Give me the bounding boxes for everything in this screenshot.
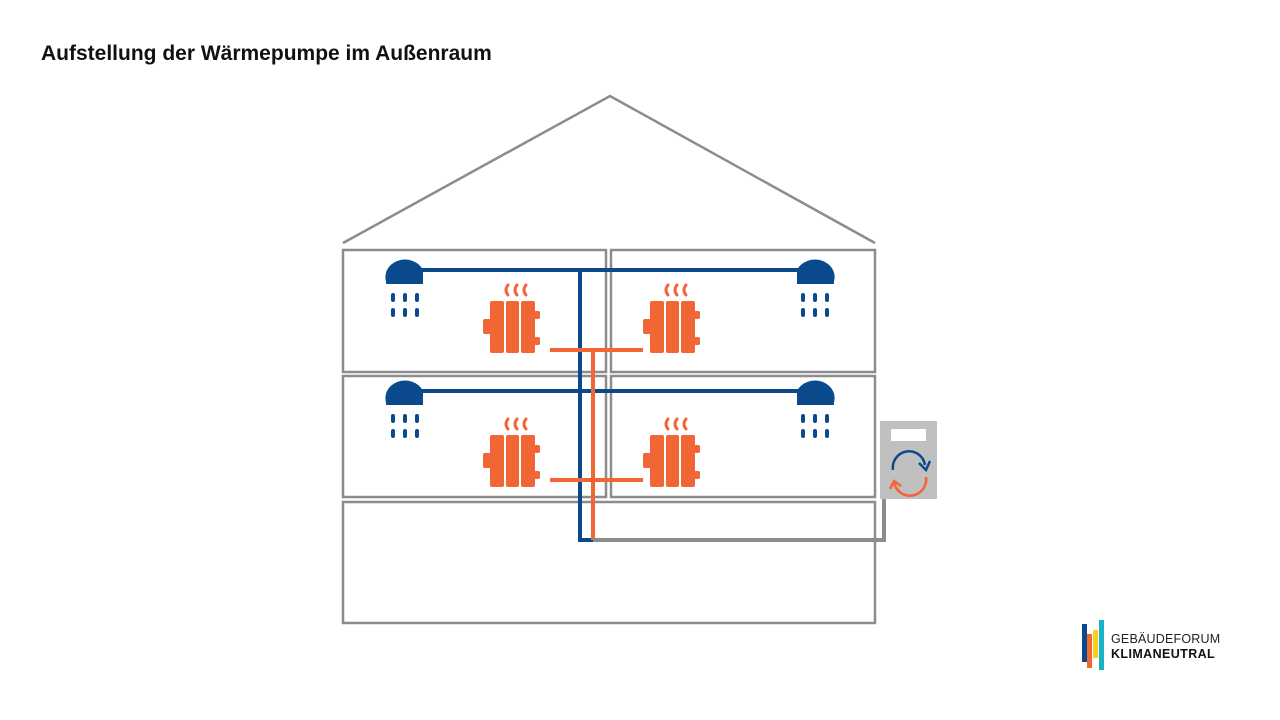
shower-icon: [797, 259, 835, 317]
radiator-icon: [481, 283, 542, 355]
heat-pump-connection: [593, 499, 886, 542]
room-middle-left: [341, 374, 608, 499]
room-middle-right: [609, 374, 877, 499]
logo: GEBÄUDEFORUM KLIMANEUTRAL: [1080, 618, 1230, 672]
room-top-left: [341, 248, 608, 374]
house-outline: [341, 94, 877, 625]
cycle-arrow-icon: [891, 450, 927, 471]
shower-icon: [797, 380, 835, 438]
logo-line2: KLIMANEUTRAL: [1111, 647, 1216, 661]
basement: [341, 500, 877, 625]
water-pipes: [400, 268, 820, 542]
page-title: Aufstellung der Wärmepumpe im Außenraum: [41, 42, 492, 65]
radiator-icon: [481, 417, 542, 489]
room-top-right: [609, 248, 877, 374]
roof: [342, 94, 876, 245]
heating-pipes: [550, 348, 643, 540]
shower-icon: [385, 380, 423, 438]
shower-icon: [385, 259, 423, 317]
radiator-icon: [641, 417, 702, 489]
logo-line1: GEBÄUDEFORUM: [1111, 632, 1221, 646]
radiator-icon: [641, 283, 702, 355]
heat-pump-unit: [880, 421, 937, 499]
